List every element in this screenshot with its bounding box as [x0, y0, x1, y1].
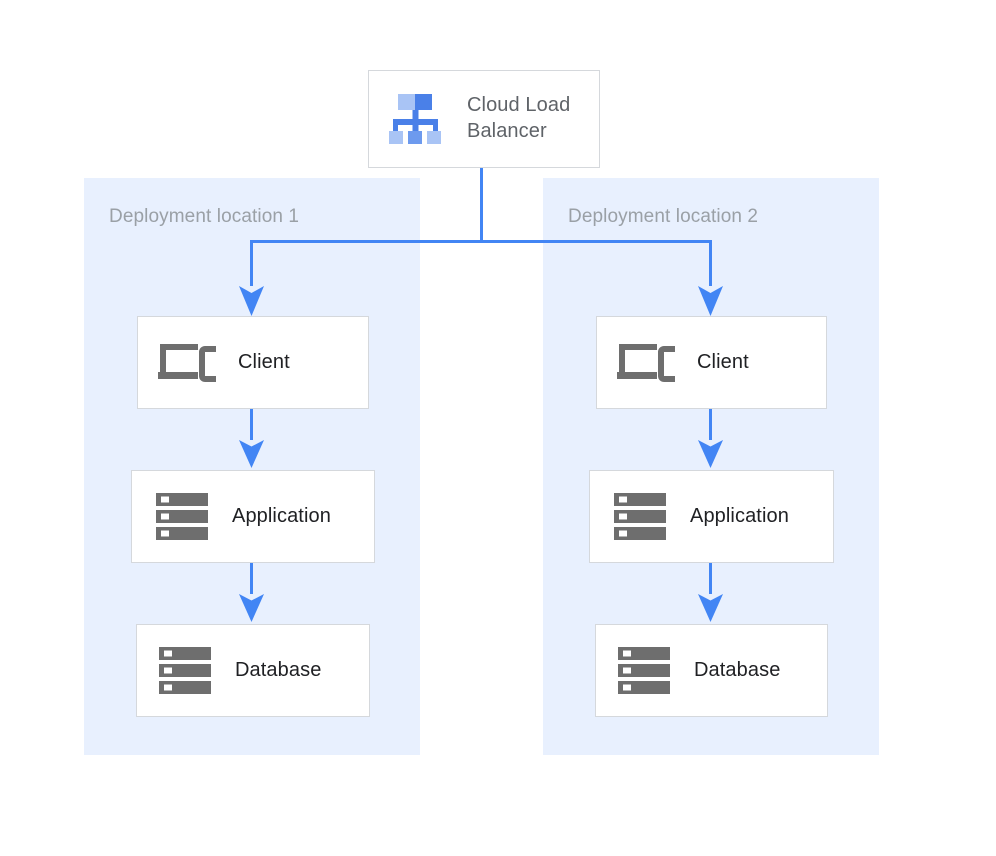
node-database-2[interactable]: Database [595, 624, 828, 717]
connector-lb-to-client-1 [250, 240, 253, 288]
node-client-1[interactable]: Client [137, 316, 369, 409]
connector-application-1-to-database-1 [250, 563, 253, 596]
connector-lb-to-client-2 [709, 240, 712, 288]
node-application-2-label: Application [690, 505, 789, 527]
node-client-2-label: Client [697, 351, 749, 373]
node-client-2[interactable]: Client [596, 316, 827, 409]
deployment-zone-1-label: Deployment location 1 [109, 206, 300, 227]
server-stack-icon [156, 492, 208, 540]
node-application-2[interactable]: Application [589, 470, 834, 563]
arrowhead-client-1-to-application-1 [239, 440, 264, 468]
server-stack-icon [614, 492, 666, 540]
arrowhead-application-2-to-database-2 [698, 594, 723, 622]
node-database-1[interactable]: Database [136, 624, 370, 717]
deployment-zone-2-label: Deployment location 2 [568, 206, 759, 227]
arrowhead-application-1-to-database-1 [239, 594, 264, 622]
node-load-balancer[interactable]: Cloud Load Balancer [368, 70, 600, 168]
connector-client-1-to-application-1 [250, 409, 253, 442]
connector-client-2-to-application-2 [709, 409, 712, 442]
arrowhead-lb-to-client-1 [239, 286, 264, 316]
connector-lb-trunk [480, 168, 483, 243]
node-load-balancer-label: Cloud Load Balancer [467, 94, 571, 142]
load-balancer-icon [389, 94, 441, 144]
arrowhead-lb-to-client-2 [698, 286, 723, 316]
node-client-1-label: Client [238, 351, 290, 373]
client-devices-icon [617, 343, 675, 382]
arrowhead-client-2-to-application-2 [698, 440, 723, 468]
node-application-1[interactable]: Application [131, 470, 375, 563]
client-devices-icon [158, 343, 216, 382]
node-database-1-label: Database [235, 659, 322, 681]
server-stack-icon [159, 646, 211, 694]
server-stack-icon [618, 646, 670, 694]
node-application-1-label: Application [232, 505, 331, 527]
node-database-2-label: Database [694, 659, 781, 681]
connector-lb-bus [251, 240, 711, 243]
connector-application-2-to-database-2 [709, 563, 712, 596]
